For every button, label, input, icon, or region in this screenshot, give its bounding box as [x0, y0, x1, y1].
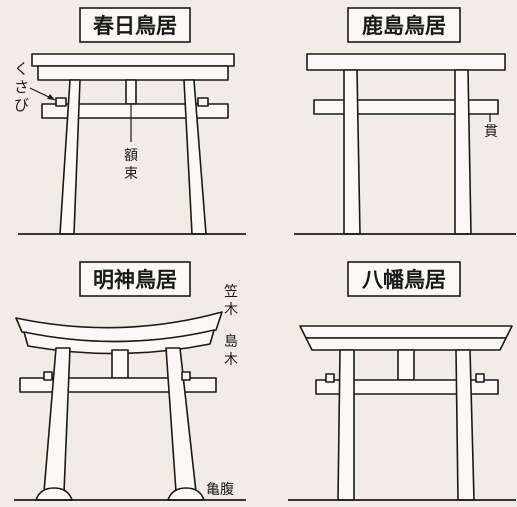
myojin-label-kasagi-1: 笠 — [224, 284, 238, 300]
kashima-title-box — [347, 7, 461, 43]
myojin-title-box — [79, 261, 191, 297]
myojin-title: 明神鳥居 — [93, 268, 177, 292]
myojin-left-pillar — [43, 347, 71, 493]
myojin-label-shimaki-2: 木 — [224, 352, 238, 368]
myojin-left-wedge — [43, 371, 53, 381]
hachiman-kasagi-beam — [299, 325, 513, 339]
hachiman-left-pillar — [337, 349, 355, 501]
kasuga-shimaki-beam — [37, 65, 229, 81]
hachiman-torii-diagram: 八幡鳥居 — [288, 261, 516, 501]
myojin-right-kamebara — [167, 487, 205, 501]
hachiman-nuki-beam — [315, 379, 499, 395]
kasuga-label-gakuzuka-2: 束 — [124, 166, 138, 182]
hachiman-gakuzuka — [397, 349, 415, 381]
kashima-torii-diagram: 鹿島鳥居 貫 — [294, 7, 516, 235]
kasuga-label-kusabi-2: さ — [14, 78, 29, 96]
hachiman-shimaki-beam — [305, 337, 507, 351]
kasuga-nuki-beam — [41, 103, 229, 119]
kashima-title: 鹿島鳥居 — [362, 14, 446, 38]
myojin-label-shimaki-1: 島 — [224, 334, 238, 350]
kasuga-kasagi-beam — [31, 53, 235, 67]
hachiman-right-wedge — [475, 373, 485, 383]
kasuga-title-box — [79, 7, 191, 43]
kasuga-label-kusabi-1: く — [14, 60, 29, 78]
kasuga-kusabi-arrowhead — [47, 94, 55, 100]
myojin-gakuzuka — [111, 349, 129, 379]
hachiman-title-box — [347, 261, 461, 297]
kashima-left-pillar — [343, 69, 361, 235]
myojin-right-pillar — [165, 347, 197, 493]
kasuga-gakuzuka — [125, 79, 137, 105]
kashima-right-pillar — [454, 69, 472, 235]
myojin-label-kasagi-2: 木 — [224, 302, 238, 318]
kasuga-torii-diagram: 春日鳥居 く さ び 額 束 — [14, 7, 246, 235]
myojin-torii-diagram: 明神鳥居 笠 木 島 木 亀腹 — [14, 261, 246, 501]
hachiman-title: 八幡鳥居 — [362, 268, 446, 292]
myojin-label-kamebara: 亀腹 — [206, 481, 234, 498]
kasuga-label-kusabi-3: び — [14, 96, 29, 114]
kashima-kasagi-beam — [306, 53, 506, 71]
kasuga-label-gakuzuka-1: 額 — [124, 148, 138, 164]
myojin-left-kamebara — [35, 487, 73, 501]
myojin-right-wedge — [181, 371, 191, 381]
kashima-nuki-beam — [313, 99, 499, 115]
kasuga-title: 春日鳥居 — [93, 14, 177, 38]
hachiman-left-wedge — [325, 373, 335, 383]
kashima-label-nuki: 貫 — [484, 124, 498, 140]
kasuga-left-wedge — [55, 97, 67, 107]
hachiman-right-pillar — [455, 349, 475, 501]
kasuga-right-wedge — [197, 97, 209, 107]
